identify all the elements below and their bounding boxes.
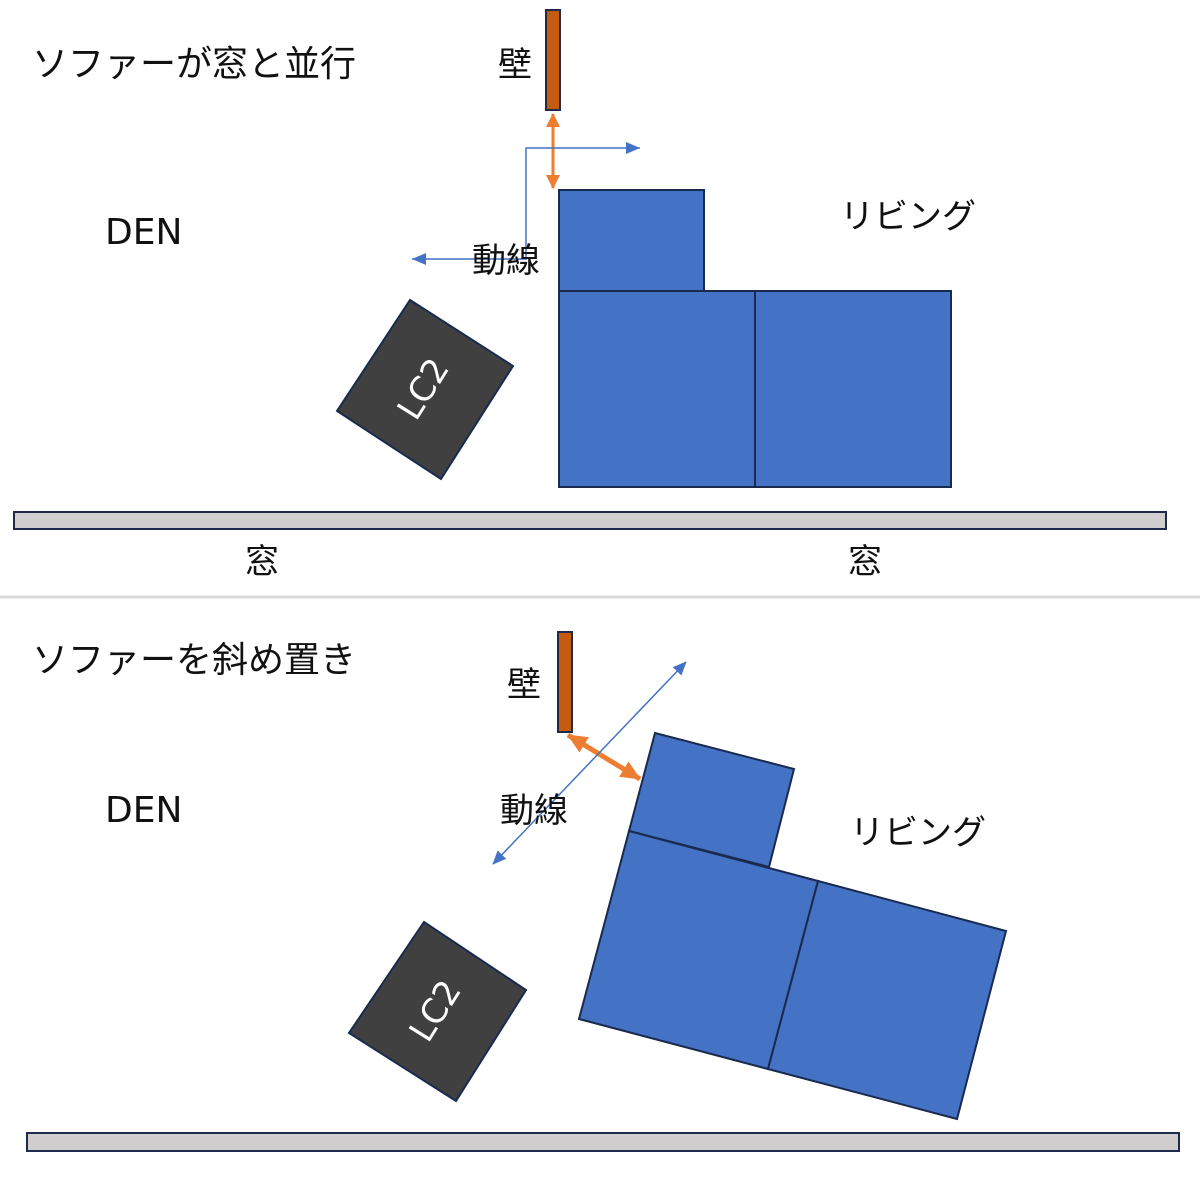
top-panel: ソファーが窓と並行 壁 動線 リビング DEN LC2 窓 窓 (13, 9, 1167, 582)
bottom-sofa (577, 731, 1008, 1121)
bottom-flow-line (492, 661, 687, 865)
top-wall-label: 壁 (498, 45, 532, 85)
top-lc2-chair (335, 298, 515, 481)
bottom-den-label: DEN (105, 790, 182, 831)
top-wall (545, 9, 561, 111)
bottom-title: ソファーを斜め置き (32, 640, 356, 681)
bottom-panel: ソファーを斜め置き 壁 動線 リビング DEN LC2 (26, 631, 1180, 1152)
top-title: ソファーが窓と並行 (32, 44, 356, 85)
top-sofa (558, 189, 952, 488)
top-flow-arrowhead-right (626, 142, 640, 154)
window-label-right: 窓 (848, 542, 882, 582)
window-label-left: 窓 (245, 542, 279, 582)
sofa-ottoman (627, 731, 796, 869)
top-flow-line (412, 147, 640, 260)
sofa-seat-left (558, 290, 756, 488)
sofa-seat-right (754, 290, 952, 488)
top-window (13, 511, 1167, 530)
bottom-lc2-chair (347, 920, 528, 1103)
top-den-label: DEN (105, 212, 182, 253)
bottom-window (26, 1132, 1180, 1152)
bottom-clearance-arrow (566, 732, 642, 782)
sofa-ottoman (558, 189, 705, 292)
top-living-label: リビング (840, 197, 976, 237)
bottom-living-label: リビング (850, 813, 986, 853)
top-flow-arrowhead-left (412, 253, 426, 265)
bottom-wall-label: 壁 (507, 665, 541, 705)
top-flow-label: 動線 (472, 241, 540, 281)
sofa-seat-right (766, 879, 1008, 1121)
bottom-wall (557, 631, 573, 733)
bottom-flow-label: 動線 (500, 791, 568, 831)
